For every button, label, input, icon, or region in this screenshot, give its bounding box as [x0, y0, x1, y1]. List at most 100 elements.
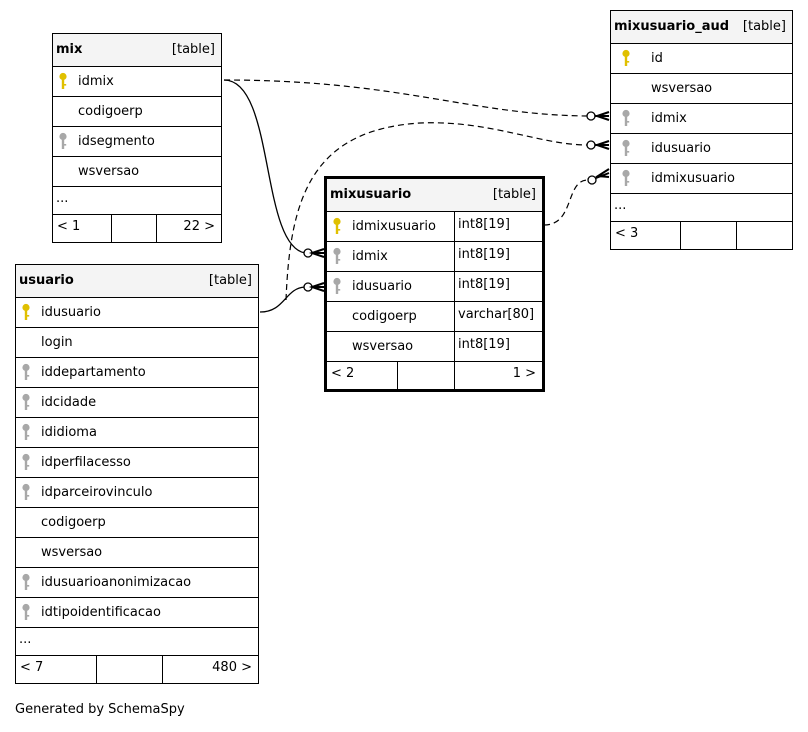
table-type: [table]	[742, 19, 786, 34]
column-name: idmixusuario	[651, 171, 735, 186]
rel-usuario-mixusuario	[259, 286, 306, 313]
column-type: int8[19]	[454, 332, 542, 361]
column-row[interactable]: idusuario	[611, 134, 792, 164]
more-columns: ...	[16, 628, 258, 656]
generated-by-note: Generated by SchemaSpy	[15, 702, 185, 717]
column-row[interactable]: idtipoidentificacao	[16, 598, 258, 628]
parents-count[interactable]: < 2	[331, 366, 355, 381]
footer-spacer	[680, 222, 736, 249]
footer-spacer	[111, 215, 156, 242]
column-row[interactable]: codigoerp	[53, 97, 221, 127]
table-mix[interactable]: mix [table] idmix codigoerp idsegmento w…	[52, 33, 222, 243]
column-name: ididioma	[41, 425, 97, 440]
column-name: idtipoidentificacao	[41, 605, 161, 620]
primary-key-icon	[21, 303, 31, 321]
column-name: idmix	[651, 111, 687, 126]
footer-spacer	[397, 362, 454, 389]
column-name: idusuario	[651, 141, 711, 156]
rel-crowfoot	[308, 282, 325, 292]
rel-mix-mixusuario-aud	[223, 79, 589, 117]
table-mixusuario-aud[interactable]: mixusuario_aud [table] id wsversao idmix…	[610, 10, 793, 250]
column-row[interactable]: wsversao	[16, 538, 258, 568]
column-type: int8[19]	[454, 242, 542, 271]
parents-count[interactable]: < 7	[20, 660, 44, 675]
column-row[interactable]: idcidade	[16, 388, 258, 418]
table-type: [table]	[208, 273, 252, 288]
foreign-key-icon	[21, 453, 31, 471]
column-row[interactable]: wsversao	[53, 157, 221, 187]
parents-count[interactable]: < 3	[615, 226, 639, 241]
column-row[interactable]: idmixusuario	[611, 164, 792, 194]
foreign-key-icon	[58, 132, 68, 150]
column-name: codigoerp	[78, 104, 143, 119]
foreign-key-icon	[332, 247, 342, 265]
table-name[interactable]: usuario	[19, 273, 74, 288]
column-row[interactable]: codigoerp	[16, 508, 258, 538]
column-name: codigoerp	[352, 309, 417, 324]
foreign-key-icon	[21, 423, 31, 441]
primary-key-icon	[58, 72, 68, 90]
column-row[interactable]: idmix	[53, 67, 221, 97]
column-row[interactable]: id	[611, 44, 792, 74]
rel-crowfoot	[308, 248, 325, 258]
column-name: idusuario	[41, 305, 101, 320]
parents-count[interactable]: < 1	[57, 219, 81, 234]
foreign-key-icon	[21, 363, 31, 381]
table-type: [table]	[492, 187, 536, 202]
column-name: idsegmento	[78, 134, 155, 149]
column-name: idusuarioanonimizacao	[41, 575, 192, 590]
column-row[interactable]: idusuario	[16, 298, 258, 328]
column-row[interactable]: ididioma	[16, 418, 258, 448]
column-name: idmix	[78, 74, 114, 89]
column-name: wsversao	[41, 545, 103, 560]
column-row[interactable]: idusuarioanonimizacao	[16, 568, 258, 598]
children-count[interactable]: 480 >	[162, 656, 258, 683]
table-name[interactable]: mix	[56, 42, 83, 57]
rel-crowfoot	[593, 140, 610, 150]
table-name[interactable]: mixusuario	[330, 187, 412, 202]
rel-mix-mixusuario	[223, 79, 306, 254]
column-type: int8[19]	[454, 272, 542, 301]
table-footer: < 3	[611, 222, 792, 249]
more-columns: ...	[611, 194, 792, 222]
table-header: mixusuario_aud [table]	[611, 11, 792, 44]
column-row[interactable]: idparceirovinculo	[16, 478, 258, 508]
column-name: codigoerp	[41, 515, 106, 530]
column-type: int8[19]	[454, 212, 542, 241]
column-name: iddepartamento	[41, 365, 146, 380]
children-count[interactable]	[736, 222, 792, 249]
column-row[interactable]: idusuario int8[19]	[327, 272, 542, 302]
column-row[interactable]: idmix	[611, 104, 792, 134]
children-count[interactable]: 22 >	[156, 215, 221, 242]
rel-usuario-mixusuario-aud	[285, 122, 589, 301]
foreign-key-icon	[332, 277, 342, 295]
foreign-key-icon	[21, 393, 31, 411]
foreign-key-icon	[21, 573, 31, 591]
column-name: login	[41, 335, 73, 350]
column-row[interactable]: idperfilacesso	[16, 448, 258, 478]
foreign-key-icon	[621, 109, 631, 127]
children-count[interactable]: 1 >	[454, 362, 542, 389]
column-row[interactable]: idsegmento	[53, 127, 221, 157]
column-name: idperfilacesso	[41, 455, 131, 470]
foreign-key-icon	[21, 603, 31, 621]
rel-crowfoot	[594, 168, 610, 179]
rel-crowfoot	[593, 111, 610, 121]
table-usuario[interactable]: usuario [table] idusuario login iddepart…	[15, 264, 259, 684]
table-footer: < 2 1 >	[327, 362, 542, 389]
column-name: idusuario	[352, 279, 412, 294]
table-name[interactable]: mixusuario_aud	[614, 19, 730, 34]
column-row[interactable]: iddepartamento	[16, 358, 258, 388]
column-name: wsversao	[78, 164, 140, 179]
column-row[interactable]: login	[16, 328, 258, 358]
rel-end-circle	[587, 175, 597, 185]
footer-spacer	[96, 656, 162, 683]
column-row[interactable]: wsversao	[611, 74, 792, 104]
